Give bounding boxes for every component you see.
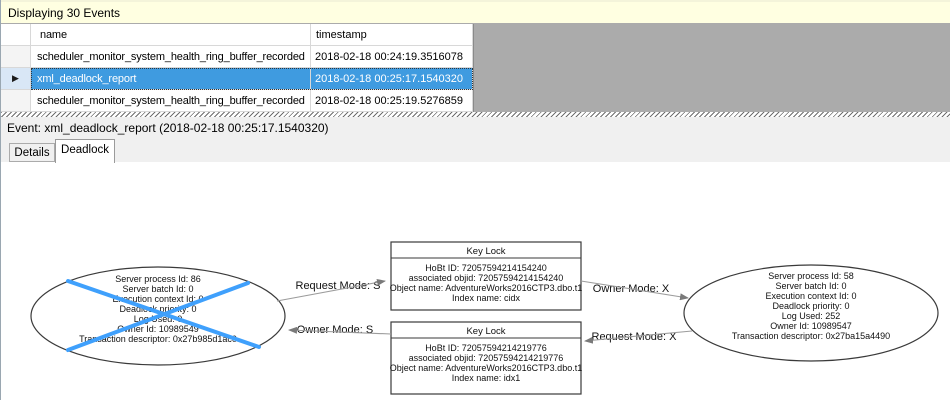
table-row[interactable]: scheduler_monitor_system_health_ring_buf…: [1, 90, 473, 112]
process-line: Deadlock priority: 0: [772, 301, 849, 311]
column-header-name[interactable]: name: [31, 24, 311, 46]
tab-details[interactable]: Details: [9, 143, 55, 162]
process-line: Log Used: 252: [782, 311, 841, 321]
process-line: Server process Id: 58: [768, 271, 854, 281]
event-name-cell[interactable]: scheduler_monitor_system_health_ring_buf…: [31, 46, 311, 68]
event-summary-label: Event: xml_deadlock_report (2018-02-18 0…: [7, 121, 329, 135]
process-line: Owner Id: 10989547: [770, 321, 852, 331]
event-summary-bar: Event: xml_deadlock_report (2018-02-18 0…: [1, 117, 950, 139]
edge-arrow: [288, 326, 392, 335]
table-row[interactable]: scheduler_monitor_system_health_ring_buf…: [1, 46, 473, 68]
events-grid: name timestamp scheduler_monitor_system_…: [1, 24, 950, 112]
events-table: name timestamp scheduler_monitor_system_…: [1, 24, 474, 112]
resource-line: Index name: cidx: [452, 293, 521, 303]
event-name-cell[interactable]: scheduler_monitor_system_health_ring_buf…: [31, 90, 311, 112]
event-timestamp-cell[interactable]: 2018-02-18 00:25:17.1540320: [311, 68, 473, 90]
resource-line: Object name: AdventureWorks2016CTP3.dbo.…: [390, 283, 582, 293]
process-line: Execution context Id: 0: [112, 294, 203, 304]
row-header-cell[interactable]: ▶: [1, 68, 31, 90]
row-header-cell[interactable]: [1, 46, 31, 68]
process-line: Owner Id: 10989549: [117, 324, 199, 334]
resource-line: associated objid: 72057594214154240: [409, 273, 564, 283]
table-row-selected[interactable]: ▶ xml_deadlock_report 2018-02-18 00:25:1…: [1, 68, 473, 90]
process-node[interactable]: Server process Id: 58 Server batch Id: 0…: [683, 264, 939, 362]
detail-tabstrip: Details Deadlock: [1, 139, 950, 163]
resource-node-keylock-top[interactable]: Key Lock HoBt ID: 72057594214154240 asso…: [390, 241, 582, 311]
events-count-bar: Displaying 30 Events: [1, 0, 950, 24]
process-node-victim[interactable]: Server process Id: 86 Server batch Id: 0…: [30, 266, 286, 366]
resource-line: associated objid: 72057594214219776: [409, 353, 564, 363]
tab-deadlock[interactable]: Deadlock: [55, 139, 115, 163]
process-line: Transaction descriptor: 0x27ba15a4490: [732, 331, 890, 341]
process-line: Server batch Id: 0: [122, 284, 193, 294]
edge-label-owner-s: Owner Mode: S: [297, 324, 373, 336]
resource-title: Key Lock: [466, 246, 505, 257]
victim-cross-icon: [66, 281, 250, 352]
resource-line: Object name: AdventureWorks2016CTP3.dbo.…: [390, 363, 582, 373]
edge-arrow: [584, 330, 693, 344]
edge-arrow: [276, 279, 386, 302]
process-line: Server process Id: 86: [115, 274, 201, 284]
row-header-cell[interactable]: [1, 90, 31, 112]
resource-line: HoBt ID: 72057594214154240: [425, 263, 547, 273]
grid-corner-cell: [1, 24, 31, 46]
resource-node-keylock-bottom[interactable]: Key Lock HoBt ID: 72057594214219776 asso…: [390, 321, 582, 395]
process-line: Deadlock priority: 0: [119, 304, 196, 314]
process-line: Log Used: 0: [134, 314, 183, 324]
event-name-cell[interactable]: xml_deadlock_report: [31, 68, 311, 90]
grid-header-row: name timestamp: [1, 24, 473, 46]
process-line: Execution context Id: 0: [765, 291, 856, 301]
event-timestamp-cell[interactable]: 2018-02-18 00:24:19.3516078: [311, 46, 473, 68]
edge-label-request-x: Request Mode: X: [592, 331, 678, 343]
edge-arrow: [580, 280, 689, 301]
resource-title: Key Lock: [466, 326, 505, 337]
process-line: Transaction descriptor: 0x27b985d1ac0: [79, 334, 237, 344]
resource-line: HoBt ID: 72057594214219776: [425, 343, 547, 353]
resource-line: Index name: idx1: [452, 373, 521, 383]
edge-label-request-s: Request Mode: S: [296, 280, 381, 292]
events-count-label: Displaying 30 Events: [8, 5, 121, 20]
deadlock-graph: Server process Id: 86 Server batch Id: 0…: [30, 241, 939, 395]
process-line: Server batch Id: 0: [775, 281, 846, 291]
event-timestamp-cell[interactable]: 2018-02-18 00:25:19.5276859: [311, 90, 473, 112]
current-row-marker-icon: ▶: [12, 73, 19, 83]
column-header-timestamp[interactable]: timestamp: [311, 24, 473, 46]
deadlock-graph-panel: Server process Id: 86 Server batch Id: 0…: [1, 162, 950, 400]
pane-splitter[interactable]: [1, 112, 950, 117]
